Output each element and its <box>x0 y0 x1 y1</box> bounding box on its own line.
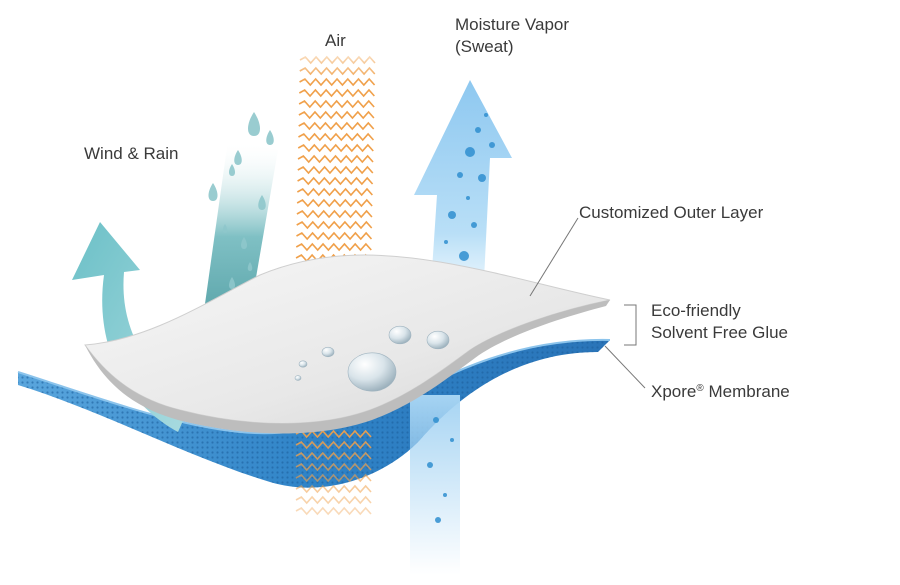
vapor-bubble <box>465 147 475 157</box>
rain-drop <box>208 183 218 201</box>
water-bead <box>298 360 308 368</box>
water-bead <box>426 330 450 350</box>
rain-drop <box>222 224 228 233</box>
air-wave <box>295 473 372 483</box>
air-wave <box>295 429 372 439</box>
air-wave <box>295 451 372 461</box>
air-wave <box>295 484 372 494</box>
air-wave <box>296 198 373 208</box>
vapor-bubble <box>444 240 448 244</box>
rain-drop <box>229 277 235 289</box>
glue-label-line1: Eco-friendly <box>651 301 741 320</box>
vapor-bubble <box>435 517 441 523</box>
vapor-bubble <box>489 142 495 148</box>
water-bead <box>347 352 397 392</box>
vapor-bubble <box>466 196 470 200</box>
air-wave <box>296 209 373 219</box>
air-wave <box>295 440 372 450</box>
membrane-leader <box>604 345 646 389</box>
vapor-bubble <box>475 127 481 133</box>
rain-drop <box>241 237 247 249</box>
air-wave <box>296 187 373 197</box>
vapor-bubble <box>484 113 488 117</box>
outer-layer-leader <box>529 217 579 297</box>
water-bead <box>321 346 335 358</box>
rain-drop <box>234 150 242 165</box>
vapor-arrow-tail <box>410 395 460 575</box>
vapor-bubble <box>471 222 477 228</box>
air-wave <box>296 231 373 241</box>
vapor-bubble <box>427 462 433 468</box>
moisture-vapor-label-line1: Moisture Vapor <box>455 15 570 34</box>
moisture-vapor-label: Moisture Vapor (Sweat) <box>455 14 569 58</box>
air-wave <box>297 165 374 175</box>
glue-bracket <box>624 304 637 346</box>
rain-drop <box>258 195 266 210</box>
rain-drop <box>247 262 253 271</box>
membrane-label-suffix: Membrane <box>703 382 790 401</box>
air-wave <box>295 462 372 472</box>
rain-drop <box>266 130 274 145</box>
vapor-bubble <box>448 211 456 219</box>
customized-outer-layer <box>84 254 611 434</box>
air-wave <box>297 176 374 186</box>
rain-drop <box>248 112 260 136</box>
vapor-bubble <box>459 251 469 261</box>
air-wave <box>295 242 372 252</box>
vapor-bubble <box>457 172 463 178</box>
glue-label-line2: Solvent Free Glue <box>651 323 789 342</box>
vapor-bubble <box>478 174 486 182</box>
vapor-bubble <box>450 438 454 442</box>
air-wave <box>296 220 373 230</box>
air-wave <box>295 495 372 505</box>
vapor-bubble <box>433 417 439 423</box>
water-bead <box>294 375 302 381</box>
air-wave <box>295 506 372 516</box>
moisture-vapor-label-line2: (Sweat) <box>455 37 514 56</box>
water-bead <box>388 325 412 345</box>
outer-layer-label: Customized Outer Layer <box>579 203 764 222</box>
rain-drop <box>229 164 235 176</box>
wind-rain-label: Wind & Rain <box>84 144 179 163</box>
vapor-bubble <box>443 493 447 497</box>
registered-mark: ® <box>696 383 704 394</box>
air-label: Air <box>325 31 346 50</box>
membrane-label-name: Xpore <box>651 382 697 401</box>
glue-label: Eco-friendly Solvent Free Glue <box>651 300 788 344</box>
membrane-label: Xpore® Membrane <box>651 378 790 403</box>
